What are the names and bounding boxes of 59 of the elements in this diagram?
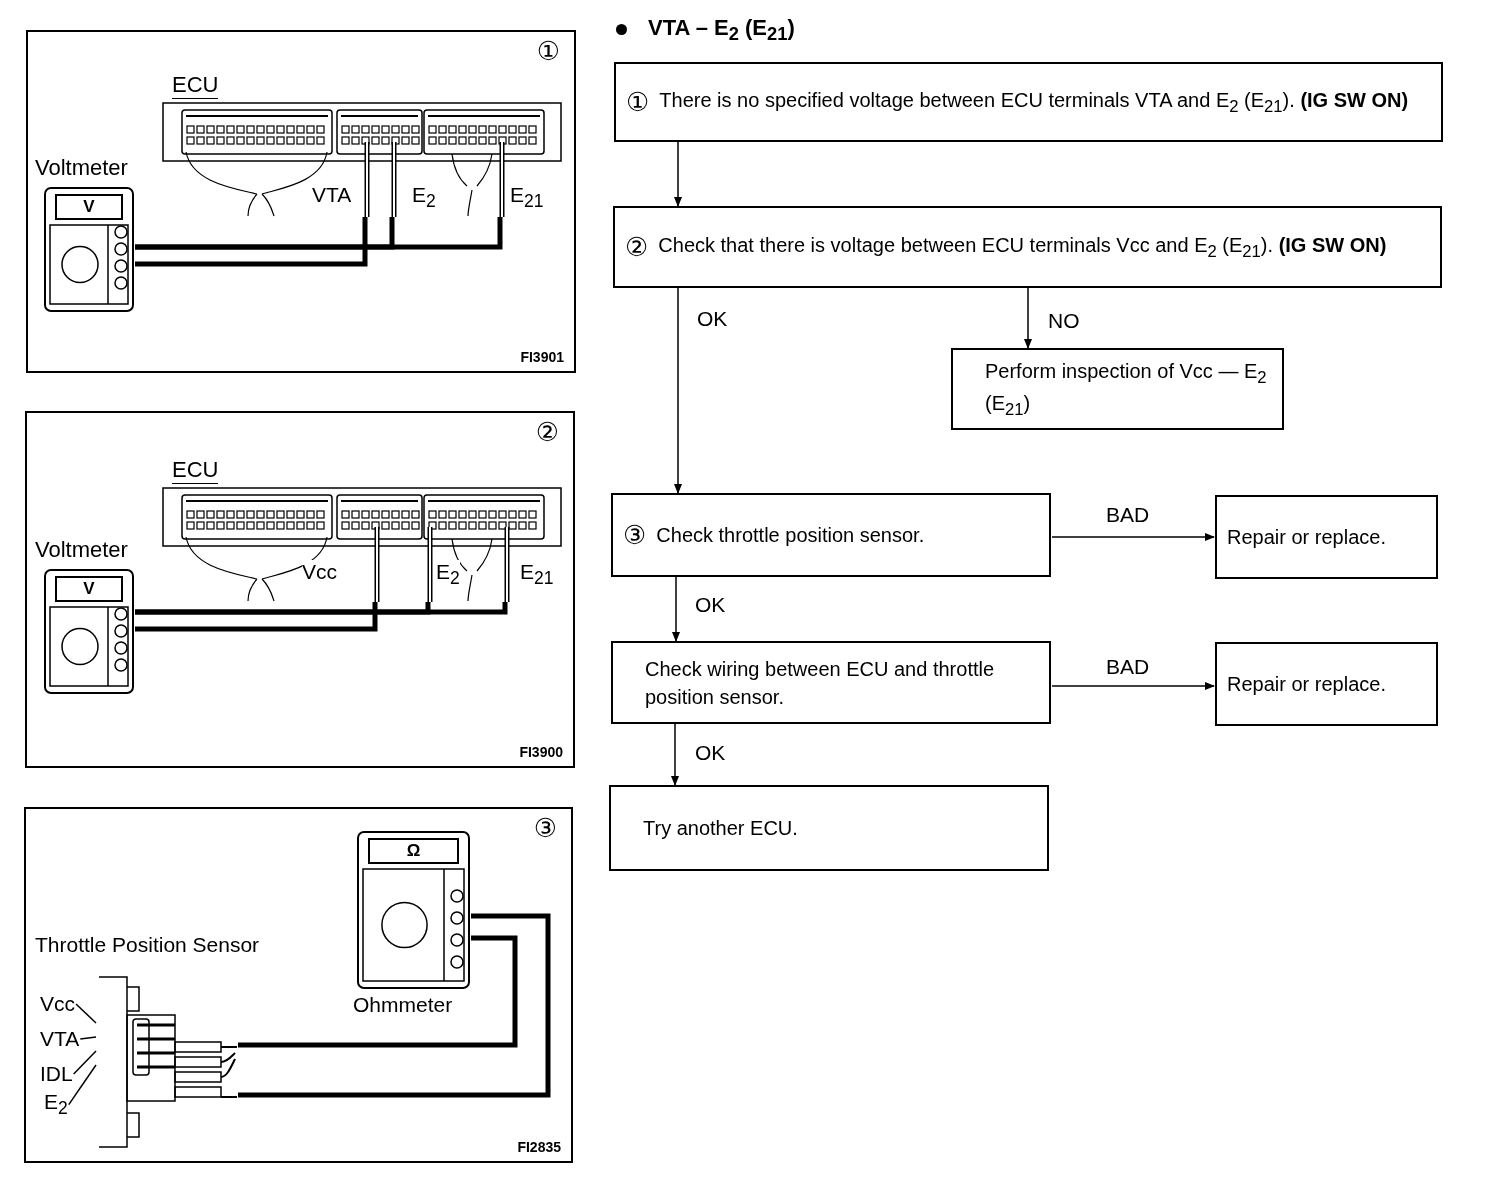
arrow <box>1051 533 1215 541</box>
figure-panel <box>25 411 575 768</box>
component-label: Voltmeter <box>35 537 128 563</box>
process-box <box>951 348 1284 430</box>
terminal-label: VTA <box>40 1027 80 1051</box>
terminal-label: Throttle Position Sensor <box>35 933 260 957</box>
step-text: Repair or replace. <box>1227 672 1386 697</box>
step-text: There is no specified voltage between ECU terminals VTA and E$_{2}$ (E$_{21}$). (IG SW ON) <box>659 87 1409 118</box>
step-number: ③ <box>623 518 647 552</box>
meter-display-symbol: V <box>82 578 96 600</box>
arrow <box>674 287 682 494</box>
panel-number: ③ <box>533 813 557 844</box>
arrow <box>1051 682 1215 690</box>
process-box <box>614 62 1443 142</box>
step-number: ② <box>625 230 649 264</box>
test-lead-wire <box>238 935 518 1048</box>
step-text: Check wiring between ECU and throttle position sensor. <box>645 656 996 710</box>
meter-display-symbol: V <box>82 196 96 218</box>
leader-line <box>72 1050 97 1075</box>
component-label: Ohmmeter <box>353 993 453 1017</box>
panel-number: ② <box>535 417 559 448</box>
test-lead-wire <box>135 602 378 632</box>
test-lead-wire <box>238 913 551 1098</box>
test-lead-wire <box>135 217 368 267</box>
component-label: ECU <box>172 72 219 99</box>
step-text: Repair or replace. <box>1227 525 1386 550</box>
meter-display-symbol: Ω <box>405 840 422 862</box>
process-box <box>611 641 1051 724</box>
arrow <box>671 723 679 786</box>
leader-line <box>75 1003 97 1024</box>
step-number: ① <box>626 85 650 119</box>
test-lead-wire <box>135 217 503 250</box>
arrow <box>672 576 680 642</box>
process-box <box>1215 495 1438 579</box>
process-box <box>611 493 1051 577</box>
process-box <box>609 785 1049 871</box>
figure-code: FI3901 <box>520 349 564 365</box>
step-text: Perform inspection of Vcc — E$_{2}$ (E$_{21}$) <box>985 358 1268 421</box>
leader-line <box>68 1064 97 1106</box>
step-text: Check that there is voltage between ECU terminals Vcc and E$_{2}$ (E$_{21}$). (IG SW ON) <box>658 232 1387 263</box>
component-label: Voltmeter <box>35 155 128 181</box>
figure-panel <box>24 807 573 1163</box>
terminal-label: IDL <box>40 1062 73 1086</box>
terminal-label: E$_{2}$ <box>44 1090 68 1120</box>
step-text: Check throttle position sensor. <box>656 523 925 548</box>
component-label: ECU <box>172 457 219 484</box>
figure-code: FI2835 <box>517 1139 561 1155</box>
title: VTA – E$_{2}$ (E$_{21}$) <box>648 15 795 46</box>
figure-panel <box>26 30 576 373</box>
process-box <box>1215 642 1438 726</box>
test-lead-wire <box>135 602 508 615</box>
terminal-label: Vcc <box>40 992 75 1016</box>
panel-number: ① <box>536 36 560 67</box>
step-text: Try another ECU. <box>643 816 798 841</box>
arrow <box>674 141 682 207</box>
leader-line <box>79 1036 97 1040</box>
arrow <box>1024 287 1032 349</box>
process-box <box>613 206 1442 288</box>
figure-code: FI3900 <box>519 744 563 760</box>
